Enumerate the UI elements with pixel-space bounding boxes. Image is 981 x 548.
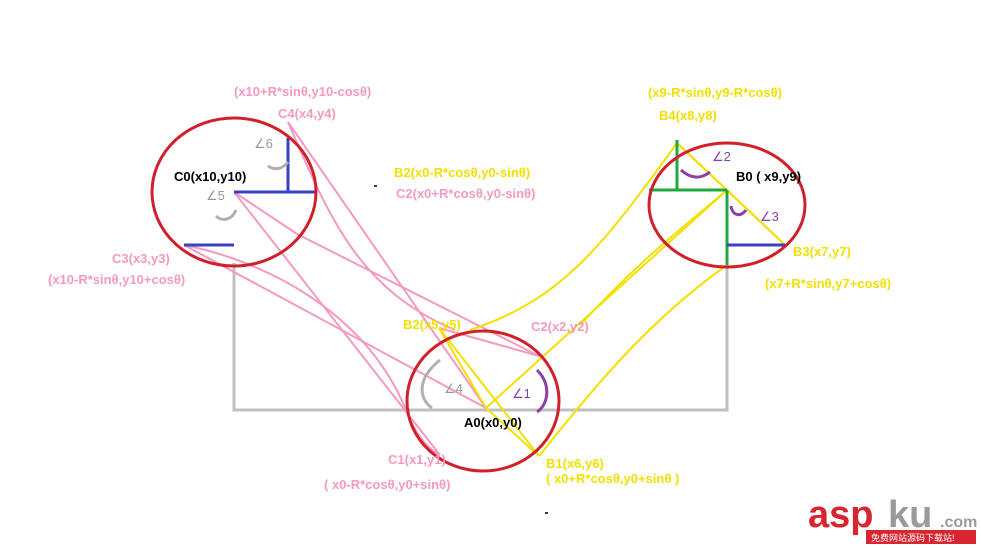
label-a0-point: A0(x0,y0) — [464, 415, 522, 430]
gray-frame — [232, 263, 729, 412]
yellow-construction — [438, 142, 786, 457]
label-c3-point: C3(x3,y3) — [112, 251, 170, 266]
label-b4-formula: (x9-R*sinθ,y9-R*cosθ) — [648, 85, 782, 100]
pink-construction — [183, 121, 540, 456]
label-c2-point: C2(x2,y2) — [531, 319, 589, 334]
label-angle4: ∠4 — [444, 381, 463, 396]
circle-a0 — [405, 329, 561, 473]
angle-arcs — [214, 161, 748, 414]
label-c1-point: C1(x1,y1) — [388, 452, 446, 467]
svg-text:.com: .com — [940, 514, 977, 531]
label-b2-formula: B2(x0-R*cosθ,y0-sinθ) — [394, 165, 530, 180]
label-b0-point: B0 ( x9,y9) — [736, 169, 801, 184]
label-angle1: ∠1 — [512, 386, 531, 401]
blue-axes-left — [184, 138, 316, 247]
label-angle3: ∠3 — [760, 209, 779, 224]
label-c1-formula: ( x0-R*cosθ,y0+sinθ) — [324, 477, 450, 492]
label-c2-formula: C2(x0+R*cosθ,y0-sinθ) — [396, 186, 535, 201]
label-angle2: ∠2 — [712, 149, 731, 164]
circle-c0 — [150, 116, 318, 268]
label-b3-formula: (x7+R*sinθ,y7+cosθ) — [765, 276, 891, 291]
label-angle6: ∠6 — [254, 136, 273, 151]
label-angle5: ∠5 — [206, 188, 225, 203]
svg-text:ku: ku — [888, 494, 932, 536]
svg-text:asp: asp — [808, 494, 873, 536]
label-c4-formula: (x10+R*sinθ,y10-cosθ) — [234, 84, 371, 99]
svg-text:免费网站源码下载站!: 免费网站源码下载站! — [871, 532, 955, 543]
green-axes-right — [649, 140, 785, 265]
label-b2-point: B2(x5,y5) — [403, 317, 461, 332]
label-c0-point: C0(x10,y10) — [174, 169, 246, 184]
circle-b0 — [647, 141, 807, 269]
label-c3-formula: (x10-R*sinθ,y10+cosθ) — [48, 272, 185, 287]
stray-dots — [374, 185, 548, 514]
aspku-watermark: asp ku .com 免费网站源码下载站! — [808, 494, 977, 544]
label-c4-point: C4(x4,y4) — [278, 106, 336, 121]
label-b3-point: B3(x7,y7) — [793, 244, 851, 259]
label-b1-point: B1(x6,y6) — [546, 456, 604, 471]
red-circles — [150, 116, 807, 473]
label-b4-point: B4(x8,y8) — [659, 108, 717, 123]
label-b1-formula: ( x0+R*cosθ,y0+sinθ ) — [546, 471, 679, 486]
